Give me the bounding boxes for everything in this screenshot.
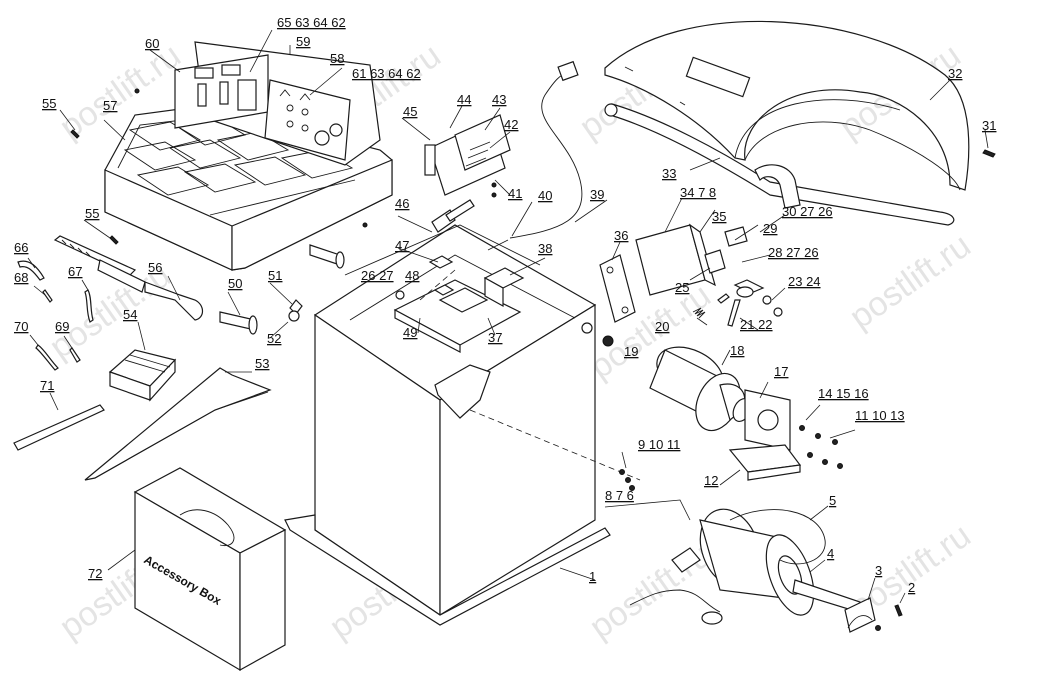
callout-45: 45 [403, 104, 417, 119]
control-panel-housing [104, 41, 393, 271]
main-cabinet [284, 224, 611, 626]
callout-40: 40 [538, 188, 552, 203]
callout-20: 20 [655, 319, 669, 334]
hood-tube-frame [604, 103, 955, 226]
callout-43: 43 [492, 92, 506, 107]
callout-39: 39 [590, 187, 604, 202]
callout-46: 46 [395, 196, 409, 211]
callout-26-27: 26 27 [361, 268, 394, 283]
electronics-inside-cabinet [393, 255, 525, 353]
callout-56: 56 [148, 260, 162, 275]
callout-71: 71 [40, 378, 54, 393]
callout-2: 2 [908, 580, 915, 595]
leader-lines [27, 29, 989, 604]
watermark-8: postlift.ru [843, 226, 978, 336]
callout-60: 60 [145, 36, 159, 51]
wheel-guard-hood [604, 20, 970, 191]
callout-14-15-16: 14 15 16 [818, 386, 869, 401]
callout-54: 54 [123, 307, 137, 322]
callout-68: 68 [14, 270, 28, 285]
callout-55-b: 55 [85, 206, 99, 221]
callout-34-7-8: 34 7 8 [680, 185, 716, 200]
callout-12: 12 [704, 473, 718, 488]
callout-66: 66 [14, 240, 28, 255]
weight-block-54 [108, 349, 177, 402]
callout-42: 42 [504, 117, 518, 132]
callout-58: 58 [330, 51, 344, 66]
callout-61-63-64-62: 61 63 64 62 [352, 66, 421, 81]
screws-55 [70, 88, 368, 245]
shaft-parts-50-52 [219, 244, 345, 335]
screw-2 [875, 604, 903, 631]
callout-31: 31 [982, 118, 996, 133]
watermark-11: postlift.ru [583, 536, 718, 646]
callout-19: 19 [624, 344, 638, 359]
callout-9-10-11: 9 10 11 [638, 437, 680, 452]
cone-3 [844, 597, 876, 633]
callout-36: 36 [614, 228, 628, 243]
callout-28-27-26: 28 27 26 [768, 245, 819, 260]
callout-41: 41 [508, 186, 522, 201]
callout-47: 47 [395, 238, 409, 253]
callout-44: 44 [457, 92, 471, 107]
callout-38: 38 [538, 241, 552, 256]
cable-39-40 [487, 60, 583, 251]
callout-69: 69 [55, 319, 69, 334]
callout-23-24: 23 24 [788, 274, 821, 289]
callout-33: 33 [662, 166, 676, 181]
callout-4: 4 [827, 546, 834, 561]
callout-1: 1 [589, 569, 596, 584]
callout-17: 17 [774, 364, 788, 379]
callout-59: 59 [296, 34, 310, 49]
weight-tools-66-71 [13, 260, 105, 451]
tray-53 [84, 367, 272, 481]
motor-18 [649, 346, 752, 432]
callout-49: 49 [403, 325, 417, 340]
callout-32: 32 [948, 66, 962, 81]
encoder-assembly-34-36 [599, 223, 748, 323]
callout-48: 48 [405, 268, 419, 283]
callout-57: 57 [103, 98, 117, 113]
callout-29: 29 [763, 221, 777, 236]
hood-screw-31 [982, 149, 996, 158]
callout-11-10-13: 11 10 13 [855, 408, 905, 423]
callout-51: 51 [268, 268, 282, 283]
circuit-boards-42-45 [424, 114, 511, 198]
main-shaft-assembly [629, 508, 861, 625]
callout-50: 50 [228, 276, 242, 291]
callout-25: 25 [675, 280, 689, 295]
accessory-box-72: Accessory Box [133, 467, 287, 672]
callout-labels: 1 2 3 4 5 8 7 6 9 10 11 12 11 10 13 14 1… [14, 15, 996, 595]
pedal-parts-20-30 [602, 279, 783, 347]
brackets-46-48 [395, 199, 475, 300]
callout-35: 35 [712, 209, 726, 224]
callout-18: 18 [730, 343, 744, 358]
callout-72: 72 [88, 566, 102, 581]
motor-bracket-17 [728, 389, 802, 481]
callout-70: 70 [14, 319, 28, 334]
callout-21-22: 21 22 [740, 317, 773, 332]
bolts-group-right [619, 425, 843, 491]
callout-52: 52 [267, 331, 281, 346]
callout-53: 53 [255, 356, 269, 371]
callout-67: 67 [68, 264, 82, 279]
callout-65-63-64-62: 65 63 64 62 [277, 15, 346, 30]
callout-3: 3 [875, 563, 882, 578]
tool-holder-56 [53, 235, 204, 321]
callout-5: 5 [829, 493, 836, 508]
callout-55-a: 55 [42, 96, 56, 111]
callout-8-7-6: 8 7 6 [605, 488, 634, 503]
callout-37: 37 [488, 330, 502, 345]
callout-30-27-26: 30 27 26 [782, 204, 833, 219]
